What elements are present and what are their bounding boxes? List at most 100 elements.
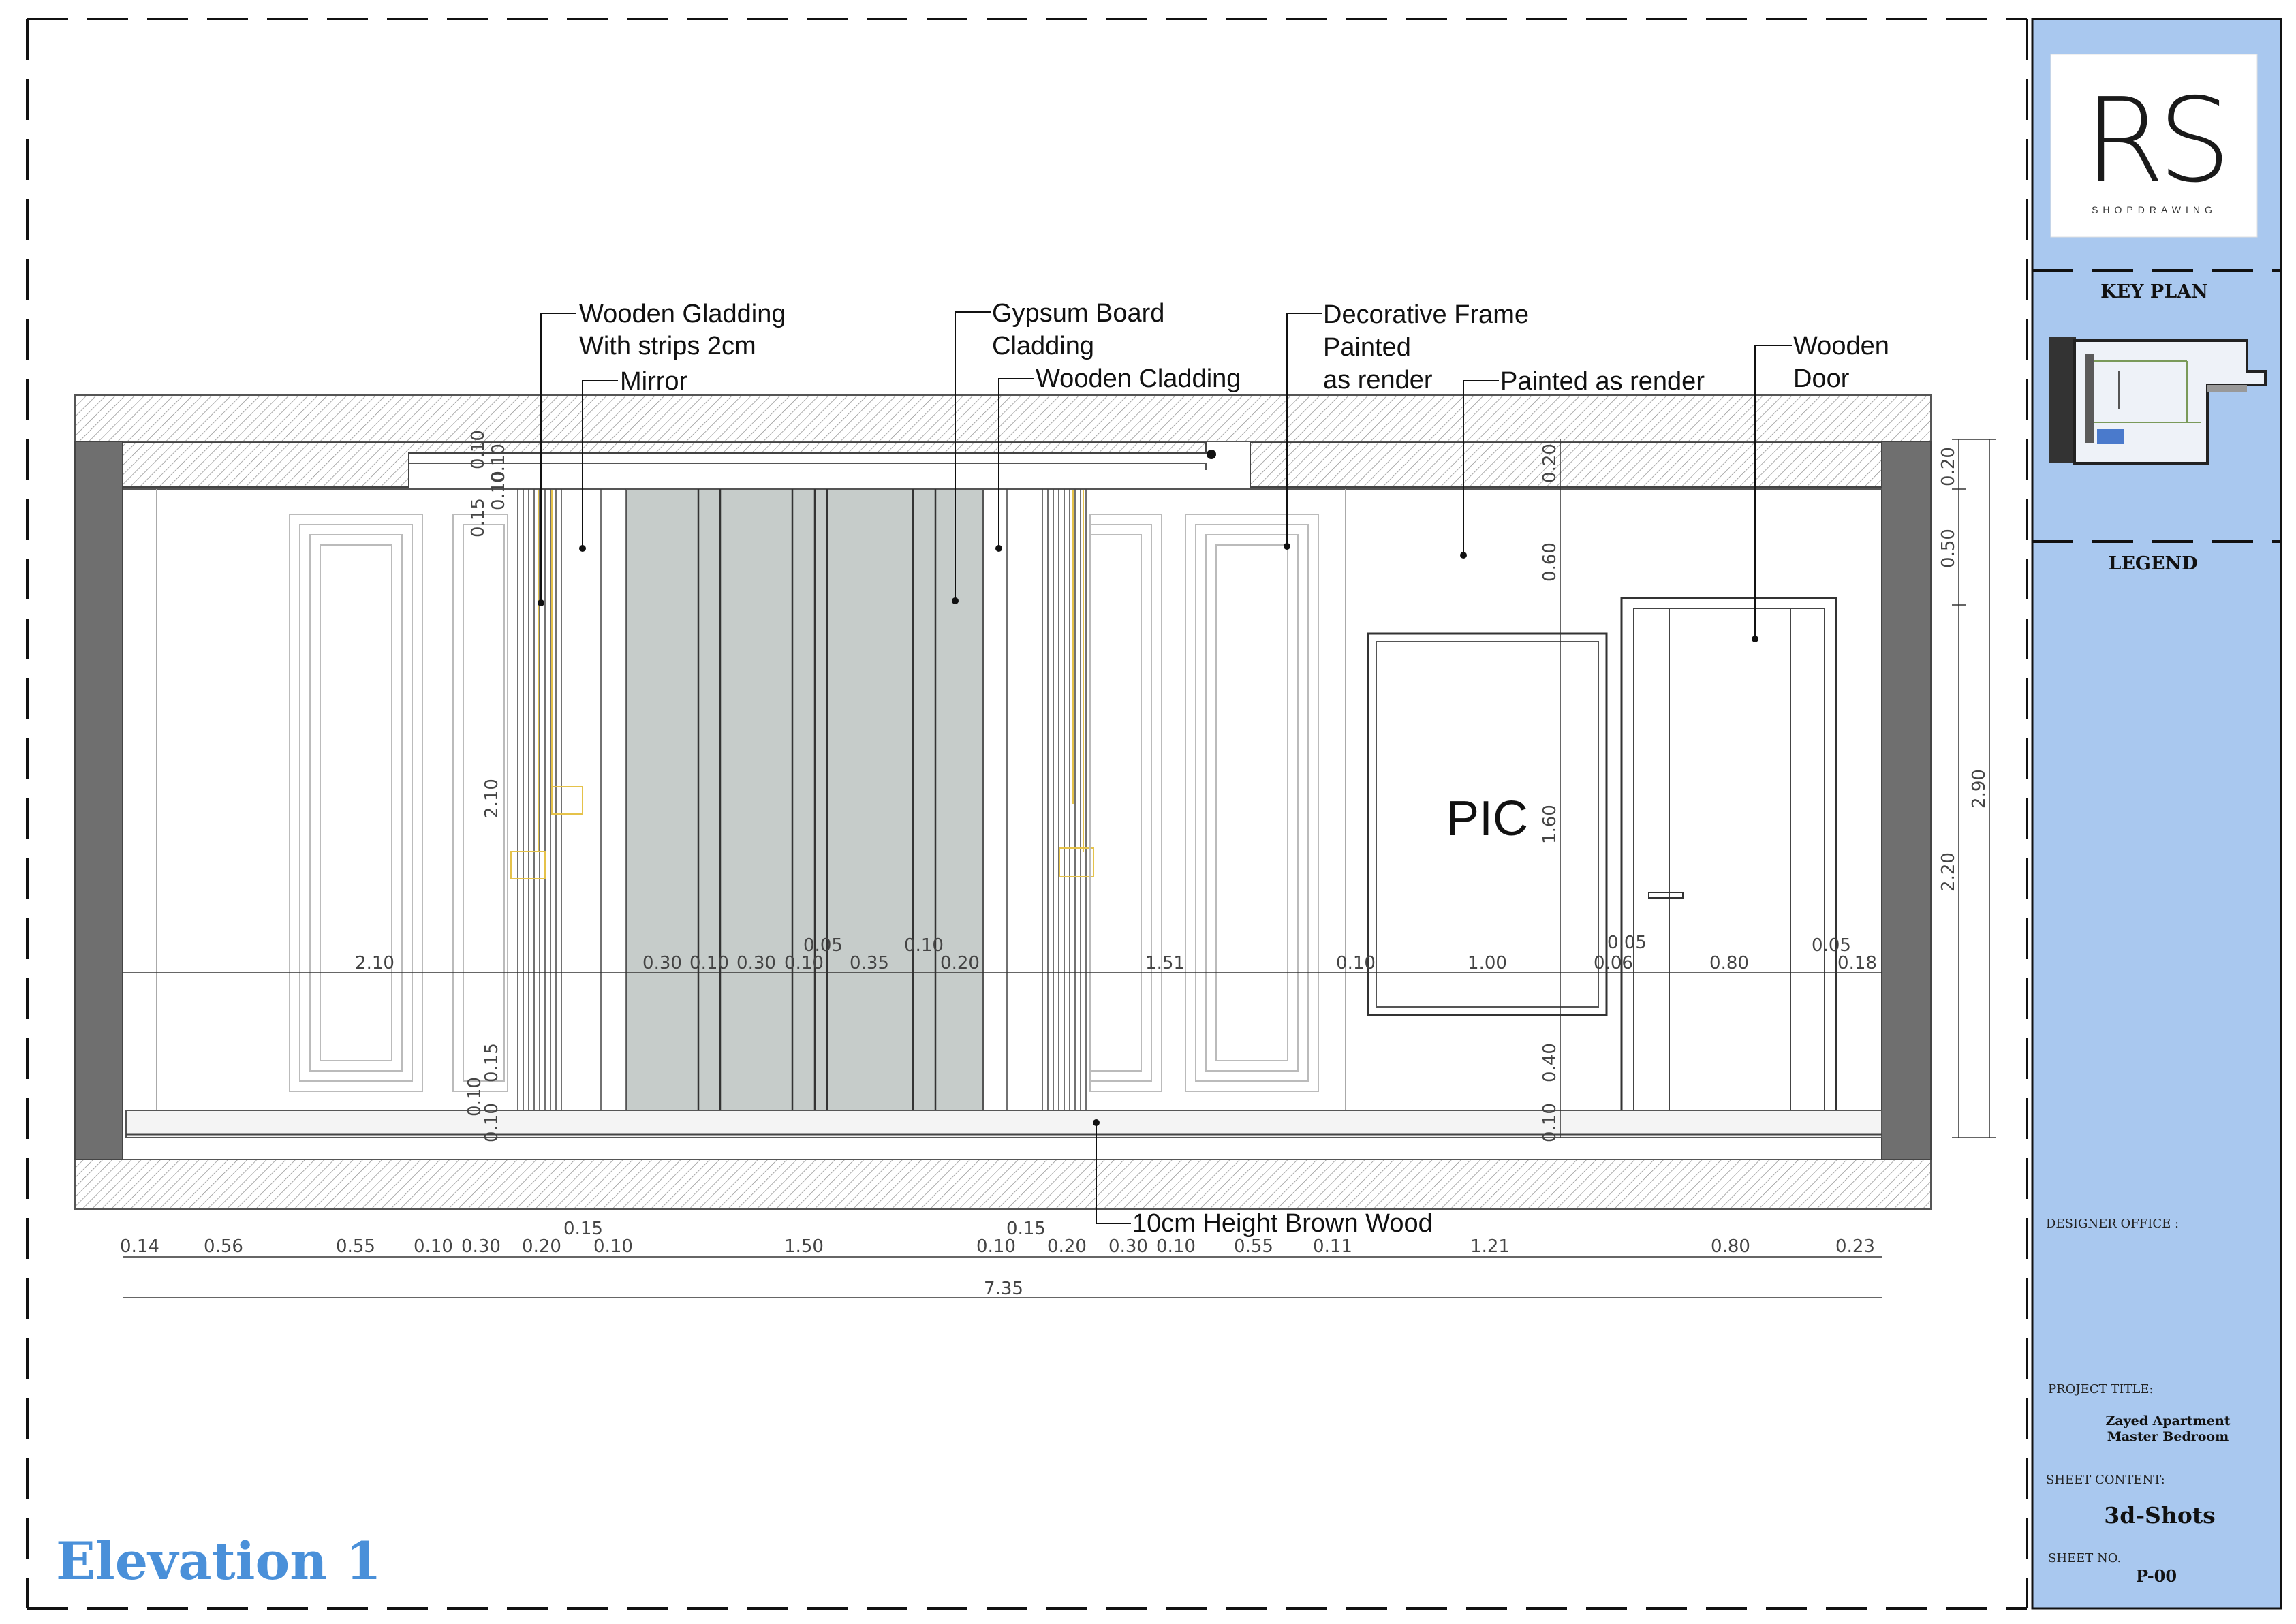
dim-mid: 0.06	[1594, 953, 1633, 973]
key-plan-label: KEY PLAN	[2100, 281, 2208, 302]
callout-door-2: Door	[1793, 364, 1850, 393]
key-plan-thumbnail	[2049, 337, 2267, 465]
decorative-frames-right	[1089, 514, 1319, 1092]
dim-pic: 0.10	[1540, 1103, 1560, 1142]
right-wall	[1881, 441, 1932, 1160]
picture-frame-outer	[1367, 632, 1608, 1016]
dim-pic: 0.60	[1540, 542, 1560, 582]
dim-mid: 0.10	[784, 953, 824, 973]
dim-bottom: 0.20	[1047, 1236, 1087, 1257]
callout-mirror: Mirror	[620, 367, 688, 396]
dim-mid: 0.18	[1837, 953, 1877, 973]
sheet-border	[26, 18, 2028, 1610]
dim-mid: 0.05	[1607, 933, 1647, 953]
elevation-drawing: PIC	[74, 394, 1932, 1210]
logo-letters: RS	[2084, 74, 2224, 208]
logo-subtitle: SHOPDRAWING	[2092, 204, 2217, 215]
dim-bottom: 1.21	[1470, 1236, 1510, 1257]
dim-left: 0.15	[468, 498, 488, 537]
dim-bottom: 0.30	[461, 1236, 501, 1257]
sheet-no-value: P-00	[2136, 1566, 2177, 1586]
dim-pic: 0.40	[1540, 1043, 1560, 1082]
dim-right: 2.20	[1938, 852, 1959, 892]
callout-decorative-1: Decorative Frame	[1323, 300, 1529, 329]
callout-wooden-gladding-1: Wooden Gladding	[579, 300, 786, 328]
dim-bottom: 0.15	[1006, 1219, 1046, 1239]
dim-pic: 1.60	[1540, 805, 1560, 844]
dim-right: 2.90	[1969, 769, 1989, 809]
dim-bottom: 0.55	[336, 1236, 375, 1257]
dim-mid: 0.10	[1336, 953, 1376, 973]
dim-bottom: 0.14	[120, 1236, 159, 1257]
ceiling-slab	[74, 394, 1932, 442]
sheet-no-label: SHEET NO.	[2048, 1551, 2121, 1565]
pic-label: PIC	[1446, 792, 1528, 846]
picture-frame-inner	[1376, 641, 1599, 1008]
dim-bottom: 0.10	[976, 1236, 1016, 1257]
door-leaf	[1633, 608, 1825, 1135]
wooden-strips-left	[517, 489, 626, 1110]
dim-bottom: 0.10	[593, 1236, 633, 1257]
dim-pic: 0.20	[1540, 443, 1560, 483]
dim-mid: 0.30	[736, 953, 776, 973]
callout-brown-wood: 10cm Height Brown Wood	[1132, 1209, 1433, 1238]
dim-bottom: 0.56	[204, 1236, 243, 1257]
dim-left: 0.10	[465, 1077, 485, 1116]
dim-mid: 1.00	[1468, 953, 1507, 973]
dimension-lines	[123, 439, 1996, 1298]
yellow-fixtures-left	[510, 490, 583, 879]
dim-left: 0.15	[482, 1043, 502, 1082]
mirror-divisions	[697, 489, 937, 1110]
dim-mid: 0.80	[1709, 953, 1749, 973]
dim-right: 0.50	[1938, 529, 1959, 568]
callout-decorative-3: as render	[1323, 366, 1433, 394]
dim-mid: 0.20	[940, 953, 980, 973]
sheet-content-label: SHEET CONTENT:	[2046, 1473, 2165, 1487]
dim-bottom: 0.55	[1234, 1236, 1273, 1257]
dim-left: 0.10	[482, 1103, 502, 1142]
dim-bottom: 0.11	[1313, 1236, 1352, 1257]
yellow-fixtures-right	[1059, 490, 1094, 877]
dim-mid: 0.10	[689, 953, 729, 973]
gypsum-ceiling-right	[1250, 442, 1882, 488]
dim-mid: 1.51	[1145, 953, 1185, 973]
dim-right: 0.20	[1938, 447, 1959, 486]
legend-label: LEGEND	[2108, 553, 2197, 574]
callout-wooden-cladding: Wooden Cladding	[1036, 364, 1241, 393]
callout-wooden-gladding-2: With strips 2cm	[579, 332, 756, 360]
dim-bottom: 0.23	[1835, 1236, 1875, 1257]
project-title-line2: Master Bedroom	[2107, 1429, 2229, 1444]
dim-mid: 0.05	[803, 935, 843, 956]
callout-decorative-2: Painted	[1323, 333, 1411, 362]
mirror-panel	[626, 488, 984, 1111]
project-title-label: PROJECT TITLE:	[2048, 1382, 2154, 1396]
dim-mid: 0.05	[1812, 935, 1851, 956]
title-block-bg	[2031, 18, 2282, 1610]
sheet-content-value: 3d-Shots	[2104, 1502, 2215, 1529]
dim-bottom: 0.15	[563, 1219, 603, 1239]
dim-bottom: 1.50	[784, 1236, 824, 1257]
callout-gypsum-1: Gypsum Board	[992, 299, 1164, 328]
callout-leaders	[540, 311, 1792, 1224]
callout-dots	[538, 543, 1758, 1126]
door-handle	[1648, 892, 1684, 899]
dim-mid: 0.30	[642, 953, 682, 973]
dim-bottom: 0.10	[414, 1236, 453, 1257]
dim-bottom: 0.30	[1108, 1236, 1148, 1257]
callout-gypsum-2: Cladding	[992, 332, 1094, 360]
floor-slab	[74, 1159, 1932, 1210]
gypsum-ceiling-left	[122, 442, 1207, 488]
callout-door-1: Wooden	[1793, 332, 1889, 360]
dim-left: 0.10	[488, 471, 509, 510]
dim-mid: 0.35	[850, 953, 889, 973]
dim-left: 2.10	[482, 779, 502, 818]
project-title-line1: Zayed Apartment	[2105, 1414, 2230, 1428]
title-block-dividers	[2032, 269, 2281, 543]
dim-bottom: 0.20	[522, 1236, 561, 1257]
dim-bottom: 0.10	[1156, 1236, 1196, 1257]
dim-left: 0.10	[488, 443, 509, 483]
wooden-strips-right	[1006, 489, 1087, 1110]
dim-total: 7.35	[984, 1279, 1023, 1299]
dim-mid: 0.10	[904, 935, 944, 956]
